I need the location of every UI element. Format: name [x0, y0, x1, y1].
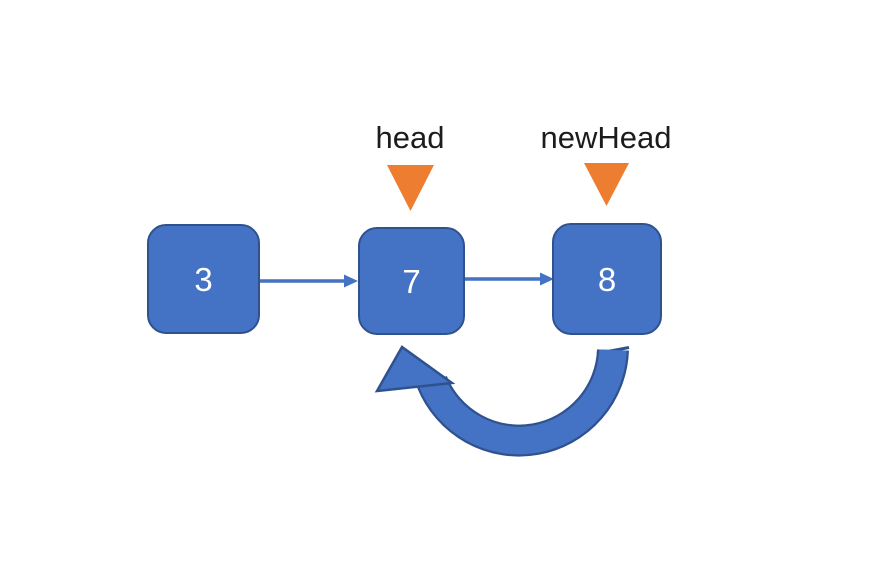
reverse-arrow-head [374, 345, 456, 393]
next-arrow-head [540, 272, 554, 286]
node-value: 3 [194, 260, 213, 298]
list-node-7: 7 [358, 227, 465, 335]
reverse-arrow-band [419, 349, 627, 455]
next-arrow-3-to-7 [260, 274, 358, 288]
next-arrow-7-to-8 [465, 272, 554, 286]
head-pointer-label: head [375, 120, 445, 155]
next-arrow-head [344, 274, 358, 288]
list-node-8: 8 [552, 223, 662, 335]
list-node-3: 3 [147, 224, 260, 334]
reverse-arrow [374, 345, 630, 457]
newhead-pointer-label: newHead [540, 120, 672, 155]
head-pointer-triangle-icon [387, 165, 434, 211]
node-value: 7 [402, 262, 421, 300]
node-value: 8 [597, 260, 617, 298]
newhead-pointer-triangle-icon [584, 163, 629, 206]
